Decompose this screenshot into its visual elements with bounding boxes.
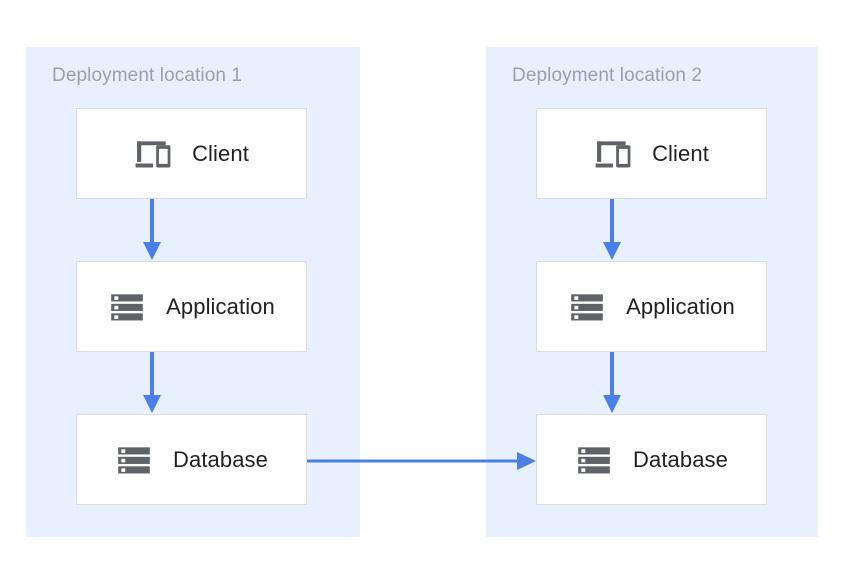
node-database-1-label: Database — [173, 446, 268, 472]
node-client-1[interactable]: Client — [76, 108, 307, 199]
node-application-1[interactable]: Application — [76, 261, 307, 352]
deployment-location-1-panel: Deployment location 1 Client — [26, 47, 360, 537]
node-database-2[interactable]: Database — [536, 414, 767, 505]
database-icon — [118, 446, 150, 473]
node-application-2[interactable]: Application — [536, 261, 767, 352]
node-client-1-label: Client — [192, 140, 249, 166]
node-client-2[interactable]: Client — [536, 108, 767, 199]
devices-icon — [135, 140, 171, 167]
devices-icon — [595, 140, 631, 167]
connector-application-2-to-database-2 — [592, 352, 632, 414]
node-client-2-label: Client — [652, 140, 709, 166]
node-application-2-label: Application — [626, 293, 735, 319]
connector-application-1-to-database-1 — [132, 352, 172, 414]
connector-client-1-to-application-1 — [132, 199, 172, 261]
deployment-location-1-label: Deployment location 1 — [52, 65, 243, 86]
node-database-2-label: Database — [633, 446, 728, 472]
server-icon — [111, 293, 143, 320]
node-database-1[interactable]: Database — [76, 414, 307, 505]
connector-client-2-to-application-2 — [592, 199, 632, 261]
connector-database-1-to-database-2 — [307, 445, 538, 477]
database-icon — [578, 446, 610, 473]
server-icon — [571, 293, 603, 320]
node-application-1-label: Application — [166, 293, 275, 319]
deployment-location-2-panel: Deployment location 2 Client — [486, 47, 818, 537]
deployment-location-2-label: Deployment location 2 — [512, 65, 703, 86]
